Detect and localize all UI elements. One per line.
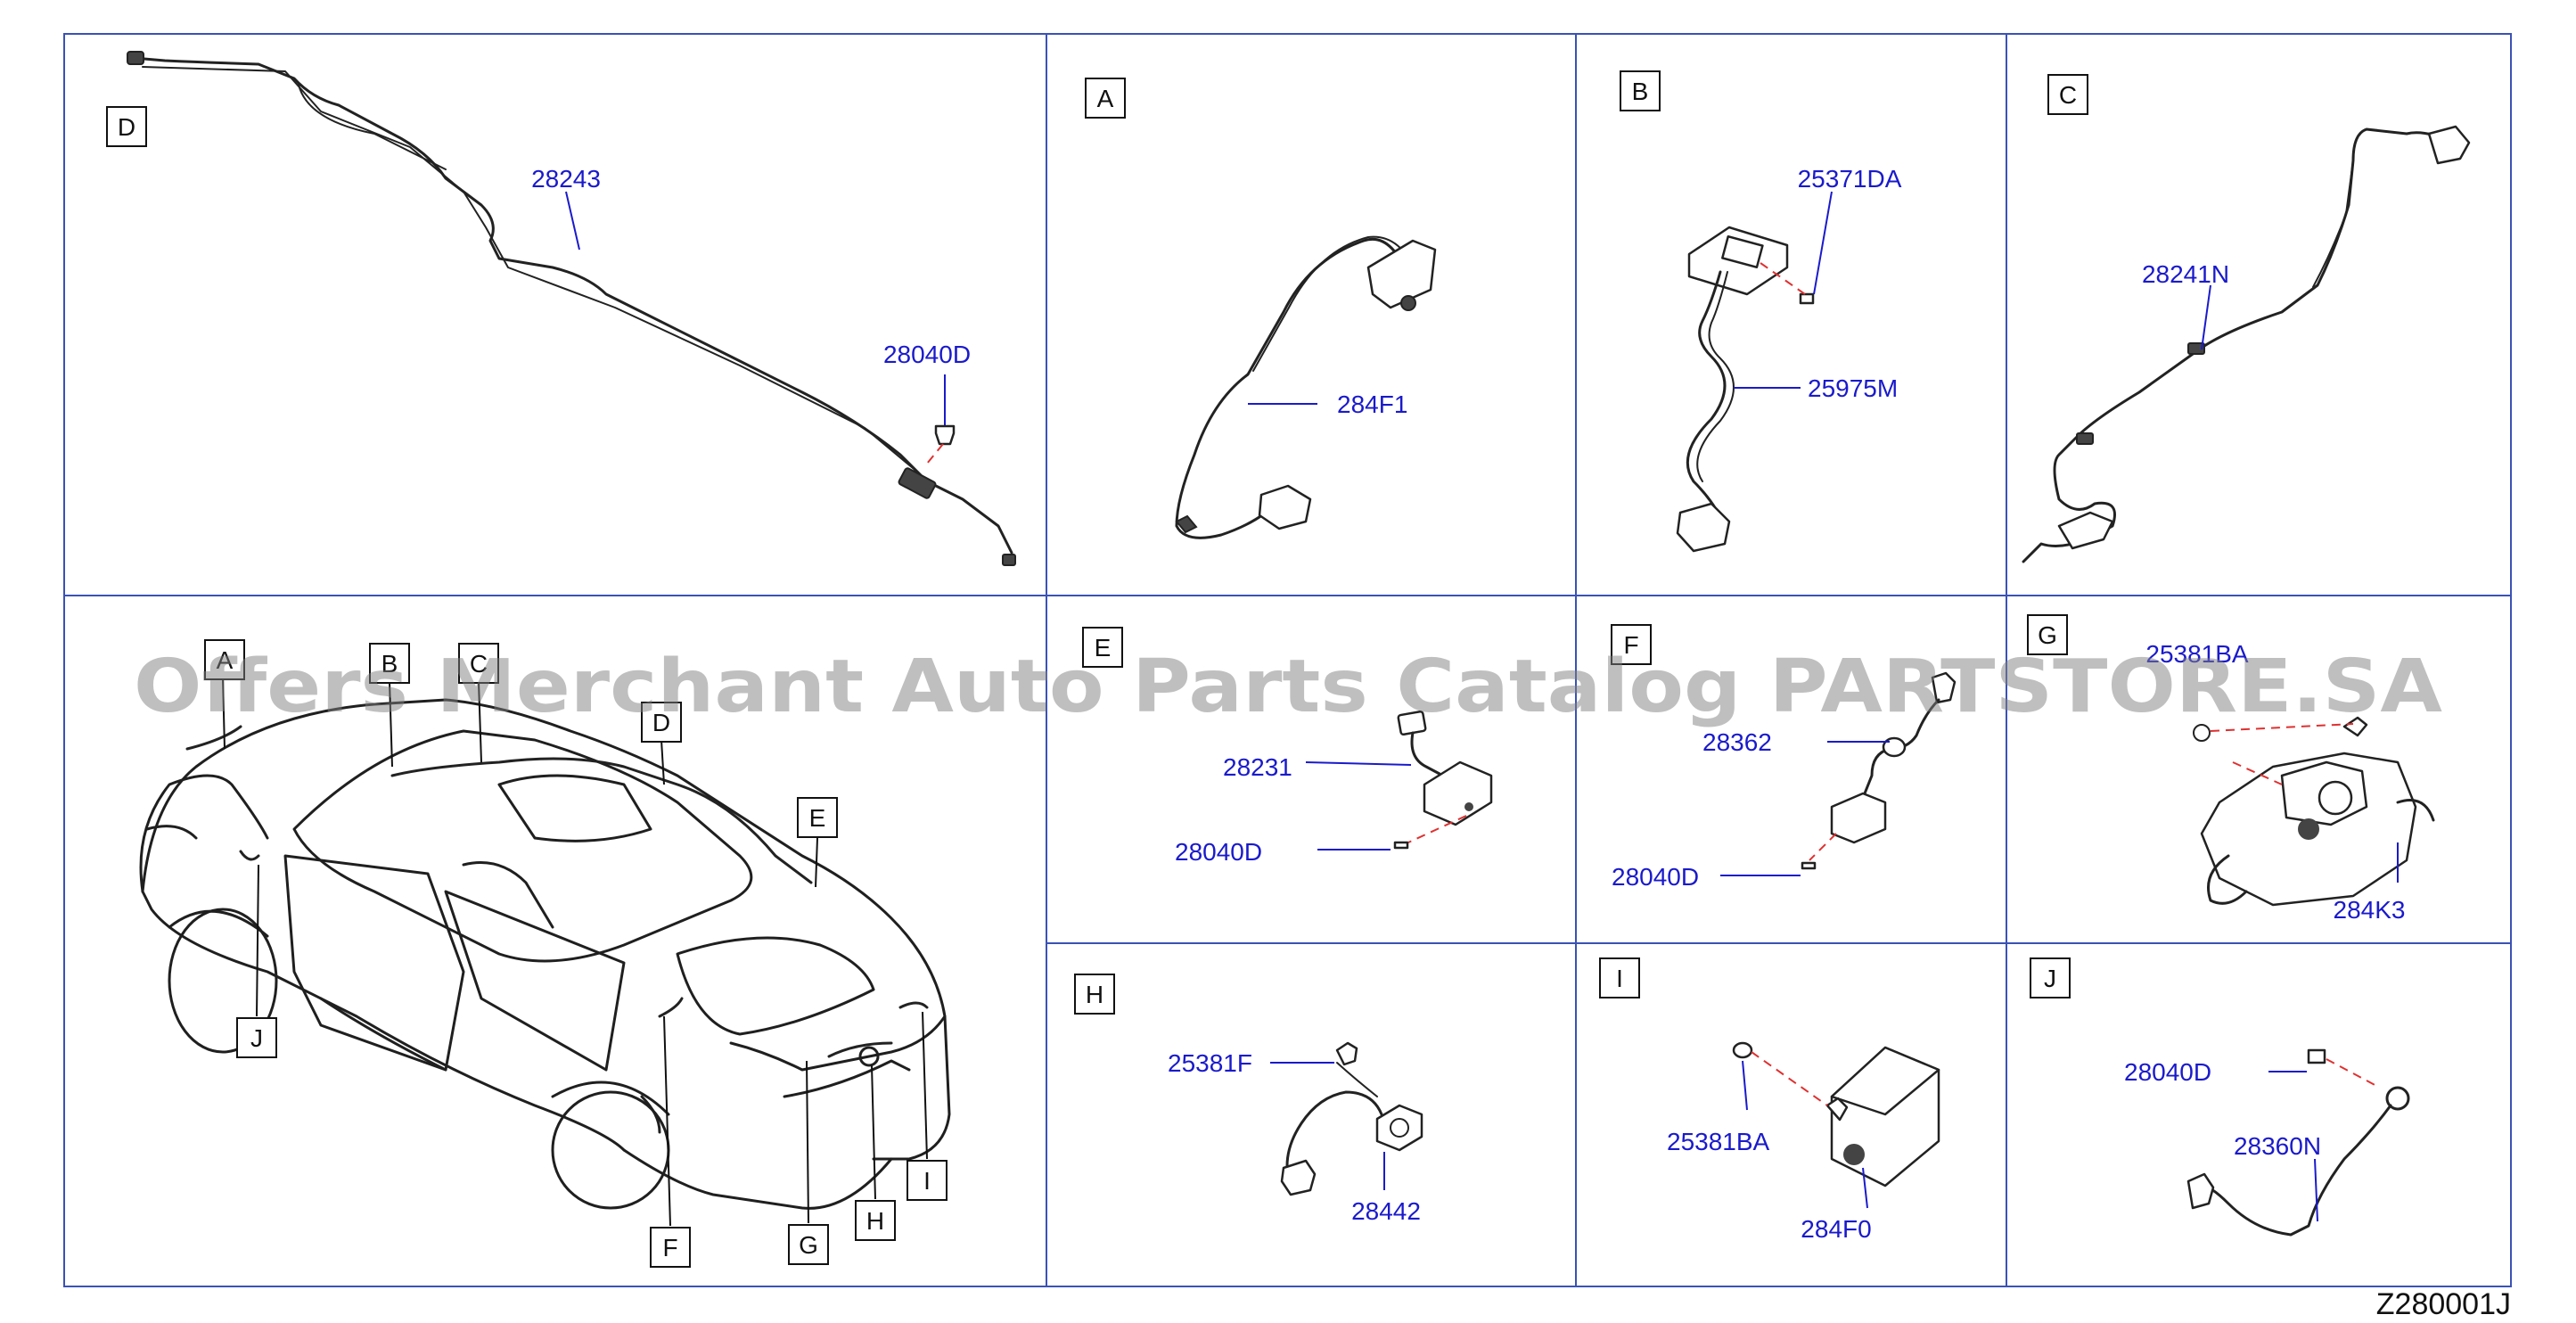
callout-h[interactable]: H	[855, 1200, 896, 1241]
panel-label: B	[1632, 78, 1649, 105]
panel-label-box	[2030, 957, 2071, 998]
panel-label: I	[1616, 965, 1623, 992]
callout-i[interactable]: I	[907, 1160, 948, 1201]
part-number-28040D[interactable]: 28040D	[1175, 838, 1262, 866]
car-overview: A B C D E J F G	[139, 639, 951, 1268]
panel-label: E	[1095, 634, 1112, 662]
svg-text:F: F	[662, 1234, 677, 1261]
callout-e[interactable]: E	[797, 797, 838, 838]
part-number-28362[interactable]: 28362	[1702, 728, 1772, 756]
diagram-code: Z280001J	[2376, 1287, 2511, 1321]
part-number-25371DA[interactable]: 25371DA	[1798, 165, 1902, 193]
part-number-28442[interactable]: 28442	[1351, 1197, 1421, 1225]
camera-harness-25975M[interactable]	[1686, 270, 1727, 546]
part-number-284K3[interactable]: 284K3	[2334, 896, 2406, 924]
panel-e: E 28231 28040D	[1082, 627, 1493, 866]
svg-text:J: J	[250, 1024, 263, 1052]
antenna-feeder-284F1[interactable]	[1175, 238, 1410, 539]
part-number-284F0[interactable]: 284F0	[1801, 1215, 1871, 1243]
panel-grid	[63, 33, 2576, 1323]
callout-c[interactable]: C	[458, 643, 499, 684]
part-number-28231[interactable]: 28231	[1223, 753, 1292, 781]
svg-text:I: I	[923, 1167, 931, 1195]
panel-h: H 25381F 28442	[1074, 974, 1423, 1225]
panel-b: B 25371DA 25975M	[1620, 70, 1902, 553]
roof-harness-28243[interactable]	[132, 56, 1013, 555]
part-number-28243[interactable]: 28243	[531, 165, 601, 193]
part-number-25975M[interactable]: 25975M	[1808, 374, 1898, 402]
panel-label-box	[1082, 627, 1123, 668]
panel-a: A 284F1	[1085, 78, 1437, 539]
panel-label-box	[1085, 78, 1126, 119]
control-unit-28231[interactable]	[1423, 760, 1493, 826]
panel-label-box	[1074, 974, 1115, 1015]
panel-label-box	[106, 106, 147, 147]
panel-label-box	[2047, 74, 2088, 115]
panel-label-box	[1611, 624, 1652, 665]
panel-label: C	[2059, 81, 2077, 109]
panel-d: D 28243 28040D	[106, 51, 1016, 566]
panel-label: G	[2038, 621, 2057, 649]
ground-cable-28360N[interactable]	[2200, 1104, 2392, 1237]
callout-f[interactable]: F	[650, 1227, 691, 1268]
part-number-28040D[interactable]: 28040D	[1612, 863, 1699, 891]
panel-label: H	[1086, 981, 1103, 1008]
harness-28241N[interactable]	[2022, 127, 2457, 563]
panel-g: G 25381BA 284K3	[2027, 614, 2435, 924]
svg-text:B: B	[381, 650, 398, 678]
harness-28442[interactable]	[1285, 1090, 1383, 1179]
watermark-text: Offers Merchant Auto Parts Catalog PARTS…	[134, 645, 2443, 729]
part-number-284F1[interactable]: 284F1	[1337, 390, 1407, 418]
svg-text:D: D	[652, 709, 670, 736]
callout-g[interactable]: G	[788, 1224, 829, 1265]
callout-b[interactable]: B	[369, 643, 410, 684]
panel-c: C 28241N	[2022, 74, 2471, 563]
svg-text:A: A	[217, 646, 234, 674]
panel-j: J 28040D 28360N	[2030, 957, 2410, 1237]
part-number-28241N[interactable]: 28241N	[2142, 260, 2229, 288]
panel-label-box	[2027, 614, 2068, 655]
panel-label-box	[1599, 957, 1640, 998]
svg-text:H: H	[866, 1207, 884, 1235]
part-number-28040D[interactable]: 28040D	[883, 341, 971, 368]
part-number-25381BA[interactable]: 25381BA	[1667, 1128, 1770, 1155]
part-number-25381F[interactable]: 25381F	[1168, 1049, 1252, 1077]
panel-label: J	[2044, 965, 2056, 992]
svg-text:G: G	[799, 1231, 818, 1259]
panel-label-box	[1620, 70, 1661, 111]
svg-text:C: C	[470, 650, 488, 678]
panel-label: D	[118, 113, 135, 141]
part-number-25381BA[interactable]: 25381BA	[2145, 640, 2249, 668]
panel-label: F	[1623, 631, 1638, 659]
callout-j[interactable]: J	[236, 1017, 277, 1058]
callout-d[interactable]: D	[641, 702, 682, 743]
panel-f: F 28362 28040D	[1611, 624, 1957, 891]
svg-text:E: E	[809, 804, 826, 832]
part-number-28040D[interactable]: 28040D	[2124, 1058, 2211, 1086]
callout-a[interactable]: A	[204, 639, 245, 680]
panel-i: I 25381BA 284F0	[1599, 957, 1940, 1243]
panel-label: A	[1097, 85, 1114, 112]
part-number-28360N[interactable]: 28360N	[2234, 1132, 2321, 1160]
